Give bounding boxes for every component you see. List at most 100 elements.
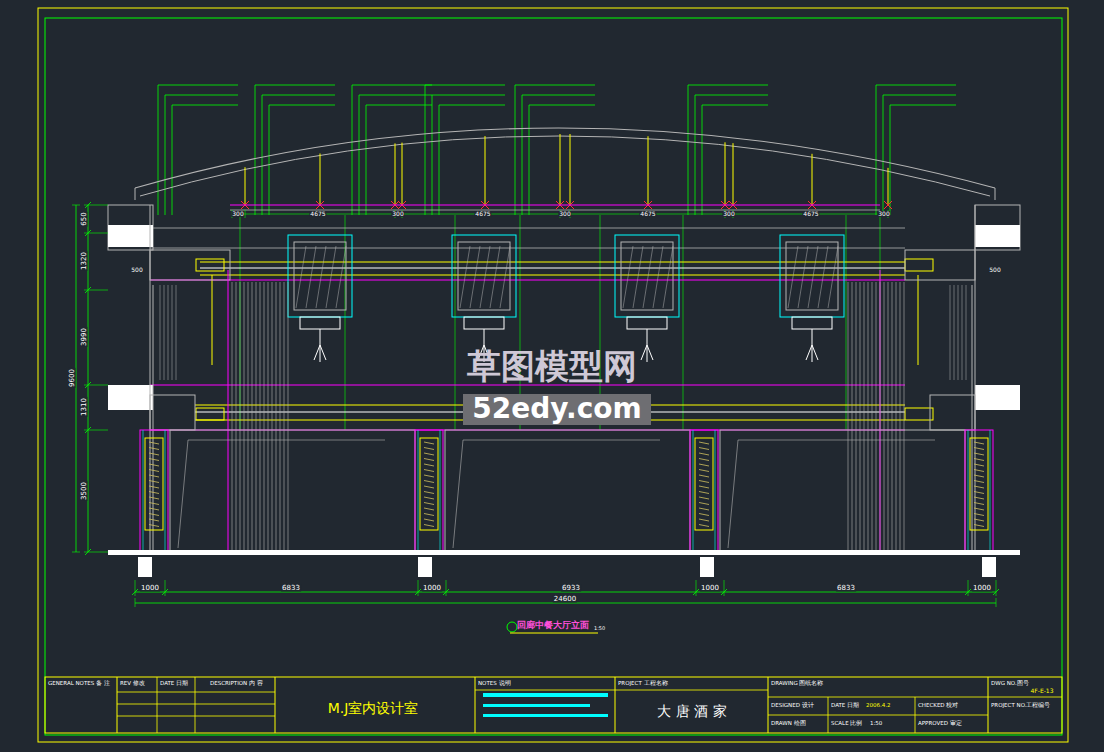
cad-line [425,85,505,86]
cad-line [522,95,523,215]
cad-line [974,448,984,450]
cad-line [455,215,456,430]
section-marker [507,622,517,632]
cad-line [424,481,434,483]
cad-line [172,105,238,106]
cad-line [522,95,595,96]
cad-line [788,246,798,308]
cad-line [262,95,335,96]
cad-line [149,525,159,527]
cad-line [85,230,91,236]
cad-line [425,85,426,215]
cad-line [696,580,697,596]
cad-line [974,497,984,499]
cad-line [288,282,289,550]
cad-line [768,677,769,733]
dimension-text: 1320 [81,251,88,271]
wall-panel [170,430,415,552]
cad-line [848,282,849,550]
beam-section [930,395,975,430]
cad-line [200,275,905,276]
cad-line [149,464,159,466]
pile [418,557,432,577]
cad-line [326,246,336,308]
cad-line [484,329,485,345]
cad-line [345,215,346,430]
cad-line [256,282,257,550]
cad-line [432,95,505,96]
cad-line [424,525,434,527]
cad-line [439,105,440,215]
cad-line [733,143,734,205]
roof-arch [135,128,995,188]
lantern-base [627,317,667,329]
lantern [288,235,352,317]
title-block-text: DATE 日期 [160,681,188,687]
cad-line [165,580,166,596]
cad-line [974,525,984,527]
watermark: 草图模型网 [467,349,637,383]
column [690,430,718,552]
cad-line [316,246,326,308]
dimension-text: 6933 [561,585,581,592]
cad-line [965,589,971,595]
cad-line [135,598,136,607]
cad-line [418,580,419,596]
dimension-text: 1000 [422,585,442,592]
column [140,430,168,552]
cad-line [768,715,988,716]
cad-line [900,282,901,550]
cad-line [968,430,969,552]
cad-line [860,282,861,550]
cad-line [883,95,956,96]
inner-border [45,18,1062,735]
cad-line [132,589,138,595]
cad-line [162,589,168,595]
dimension-text: 1000 [700,585,720,592]
cad-line [529,105,530,215]
cad-line [200,268,905,269]
cad-line [269,105,270,215]
cad-line [699,514,709,516]
cad-line [725,142,726,205]
cad-line [158,85,159,215]
cad-line [359,95,360,215]
cad-line [460,246,470,308]
cad-line [968,580,969,596]
cad-line [149,486,159,488]
cad-line [85,427,91,433]
cad-line [699,497,709,499]
cad-line [884,201,892,209]
cad-line [974,503,984,505]
cad-line [699,492,709,494]
note-bar [483,714,608,717]
cad-line [490,246,500,308]
cad-line [149,508,159,510]
cad-line [699,481,709,483]
cad-line [702,105,703,215]
cad-line [85,382,91,388]
cad-line [993,589,999,595]
cad-line [424,514,434,516]
cad-line [500,246,510,308]
cad-line [418,430,419,552]
cad-line [828,246,838,308]
cad-line [149,497,159,499]
chandelier [806,345,818,362]
cad-line [962,285,963,380]
cad-line [245,167,246,205]
cad-line [149,470,159,472]
title-block-text: 2006.4.2 [866,703,891,709]
cad-line [85,287,91,293]
cad-line [424,508,434,510]
cad-line [160,285,161,380]
wall-slab [975,225,1020,247]
cad-line [178,440,188,548]
cad-line [117,692,275,693]
title-block-text: REV 修改 [120,681,145,687]
cad-line [868,282,869,550]
cad-line [164,285,165,380]
cad-line [149,481,159,483]
cad-line [463,440,660,441]
pile [982,557,996,577]
